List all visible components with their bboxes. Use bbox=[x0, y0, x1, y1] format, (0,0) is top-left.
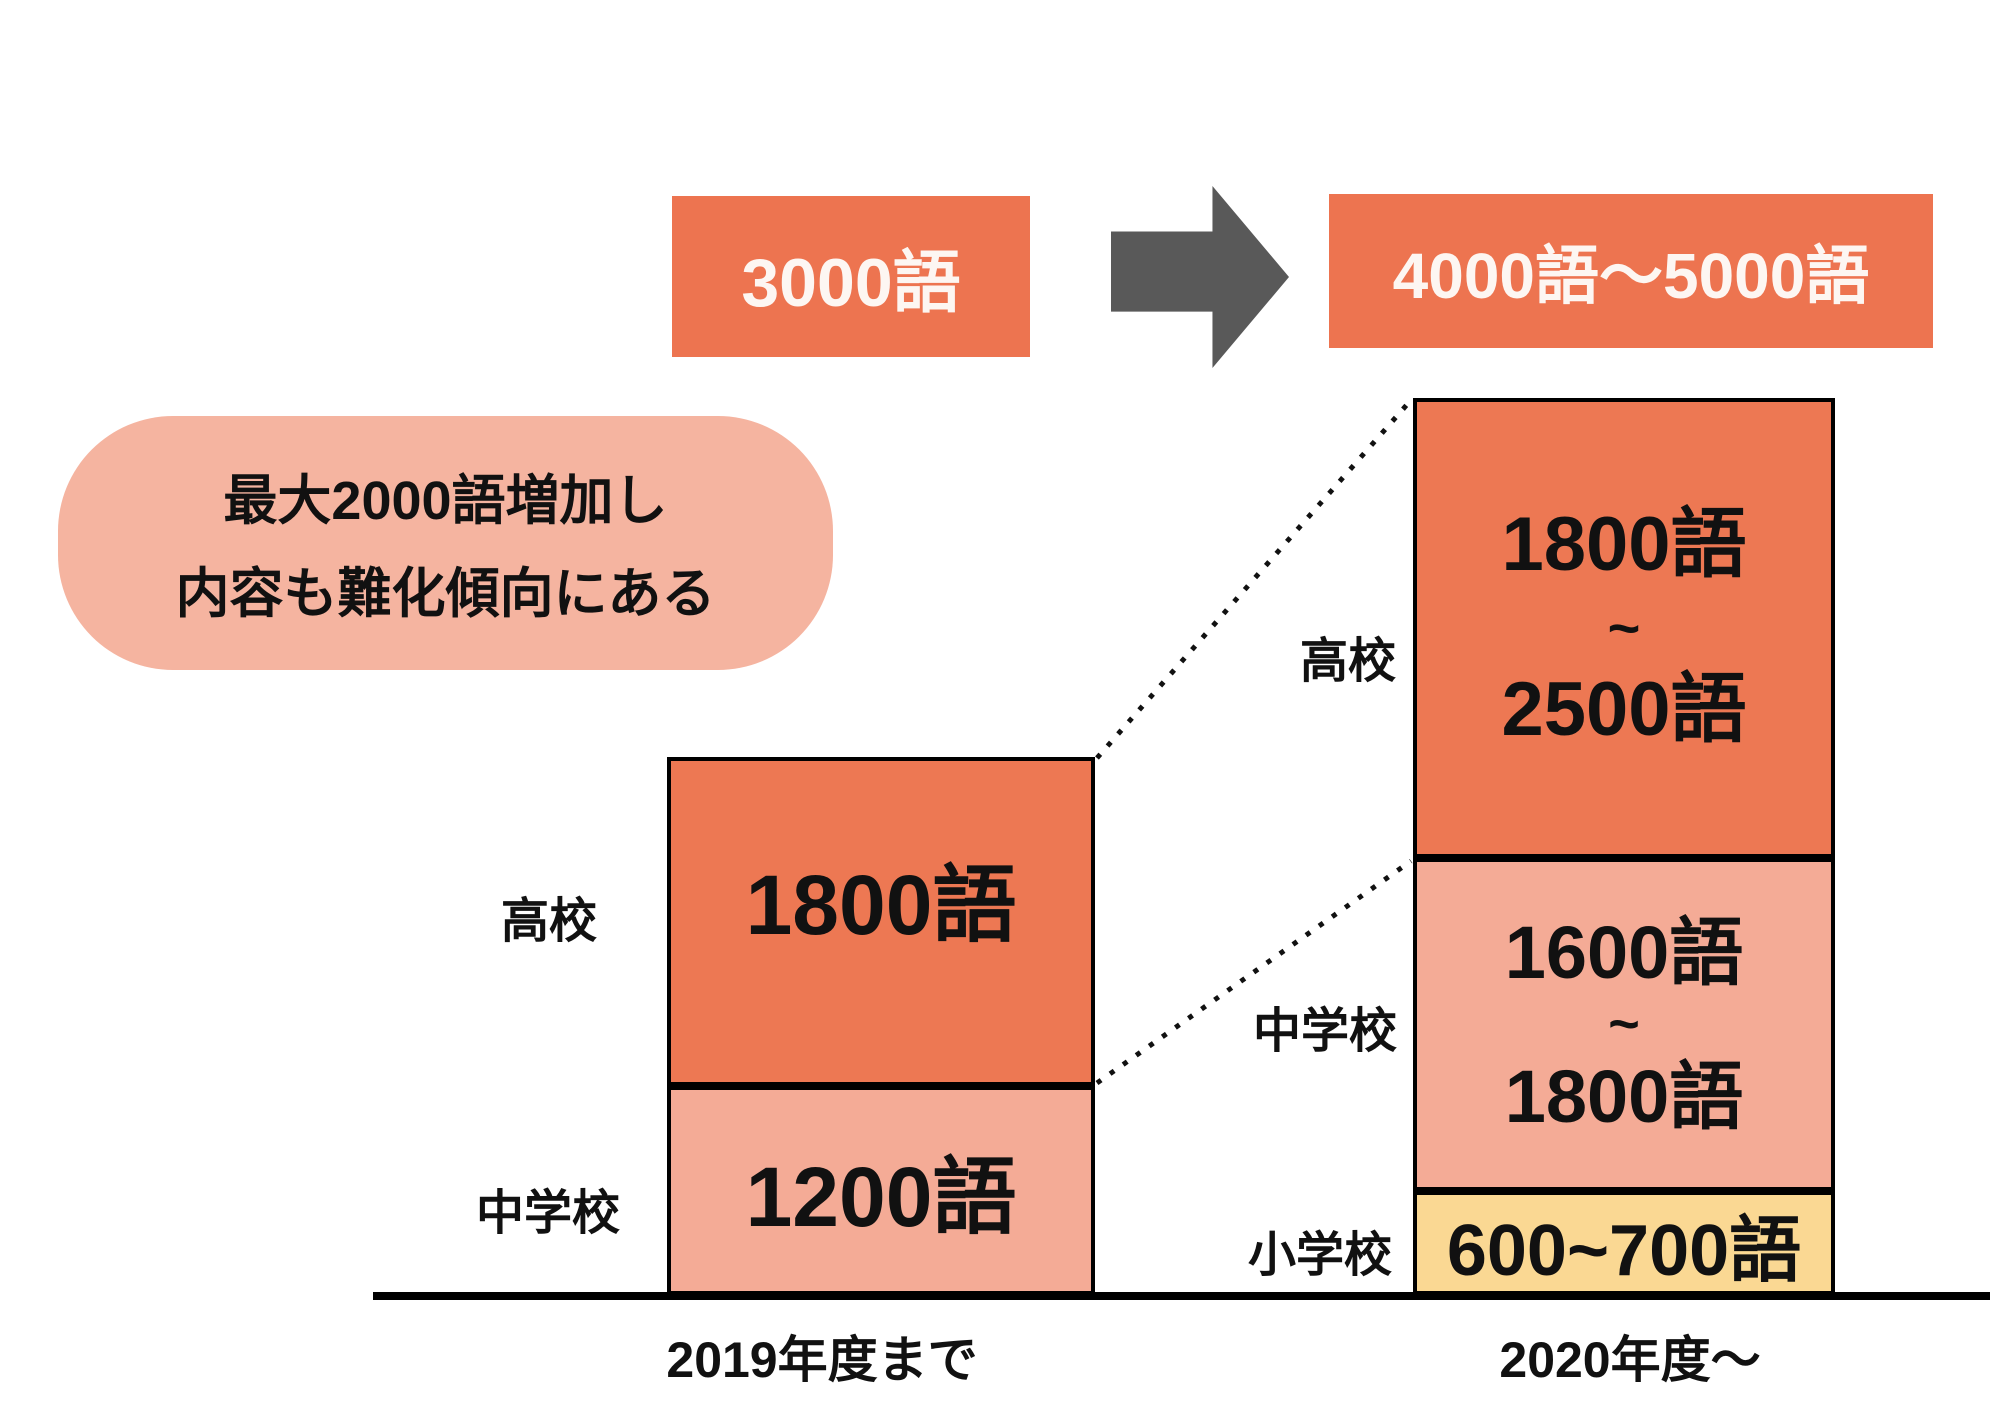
bar-before-highschool-value: 1800語 bbox=[745, 858, 1017, 952]
label-after-juniorhigh: 中学校 bbox=[1252, 1005, 1398, 1058]
arrow-right-icon bbox=[1111, 186, 1289, 368]
dotted-line-top bbox=[1095, 398, 1413, 760]
bar-after-elementary-value: 600~700語 bbox=[1446, 1210, 1802, 1291]
bar-after-juniorhigh-value-line1: 1600語 bbox=[1504, 910, 1744, 994]
label-before-highschool: 高校 bbox=[500, 895, 598, 948]
label-after-elementary: 小学校 bbox=[1247, 1229, 1393, 1282]
bar-after-highschool-value-line1: 1800語 bbox=[1501, 502, 1747, 588]
total-after-label: 4000語〜5000語 bbox=[1392, 240, 1870, 312]
callout-line-2: 内容も難化傾向にある bbox=[175, 564, 716, 624]
axis-label-after: 2020年度〜 bbox=[1499, 1332, 1761, 1388]
bar-before-juniorhigh-value: 1200語 bbox=[745, 1150, 1017, 1244]
bar-before-highschool-segment: 1800語 bbox=[667, 757, 1095, 1086]
x-axis-baseline bbox=[373, 1292, 1990, 1300]
bar-after-highschool-value-tilde: ~ bbox=[1607, 595, 1641, 659]
total-before-box: 3000語 bbox=[672, 196, 1030, 357]
callout-bubble: 最大2000語増加し 内容も難化傾向にある bbox=[58, 416, 833, 670]
bar-after-juniorhigh-value-line2: 1800語 bbox=[1504, 1054, 1744, 1138]
label-after-highschool: 高校 bbox=[1299, 635, 1397, 688]
bar-after-highschool-value-line2: 2500語 bbox=[1501, 667, 1747, 753]
axis-label-before: 2019年度まで bbox=[666, 1332, 978, 1388]
bar-after-elementary-segment: 600~700語 bbox=[1413, 1191, 1835, 1295]
bar-after-highschool-segment: 1800語 ~ 2500語 bbox=[1413, 398, 1835, 858]
bar-before-juniorhigh-segment: 1200語 bbox=[667, 1086, 1095, 1295]
total-before-label: 3000語 bbox=[741, 245, 961, 321]
total-after-box: 4000語〜5000語 bbox=[1329, 194, 1933, 348]
bar-after-juniorhigh-segment: 1600語 ~ 1800語 bbox=[1413, 858, 1835, 1191]
bar-after-juniorhigh-value-tilde: ~ bbox=[1608, 994, 1640, 1055]
callout-line-1: 最大2000語増加し bbox=[223, 471, 668, 532]
label-before-juniorhigh: 中学校 bbox=[475, 1187, 621, 1240]
